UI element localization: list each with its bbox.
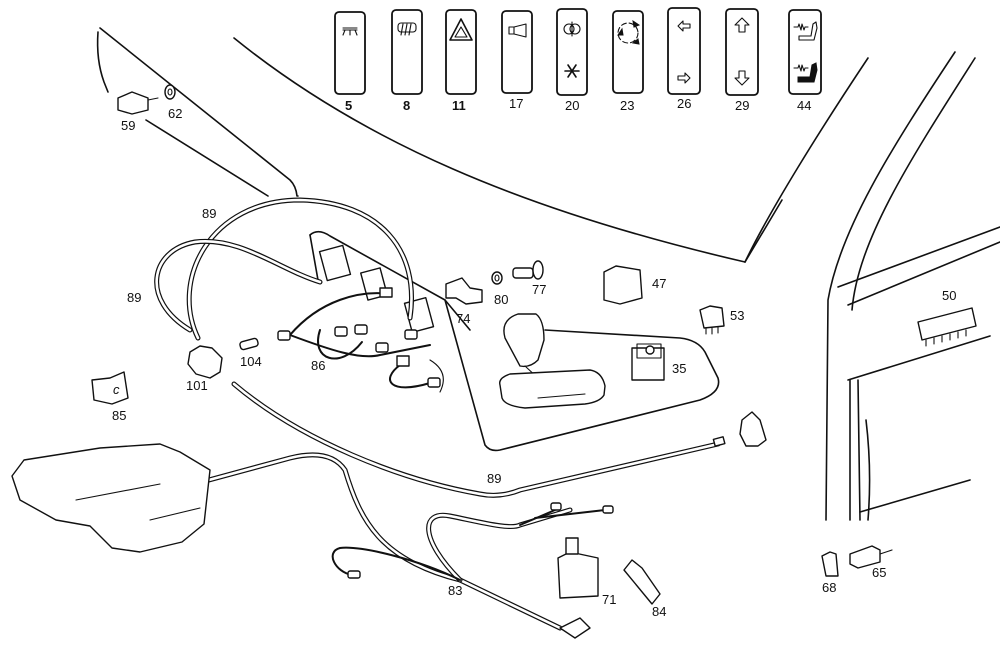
label-44: 44 bbox=[797, 98, 811, 113]
harness-83 bbox=[162, 452, 614, 639]
part-53-switch bbox=[699, 305, 725, 335]
seat-heater-icon bbox=[793, 21, 818, 83]
label-101: 101 bbox=[186, 378, 208, 393]
part-65-switch bbox=[849, 545, 893, 569]
part-59-switch bbox=[117, 91, 159, 115]
label-23: 23 bbox=[620, 98, 634, 113]
label-59: 59 bbox=[121, 118, 135, 133]
part-47-switch bbox=[603, 265, 643, 305]
label-17: 17 bbox=[509, 96, 523, 111]
part-68-clip bbox=[821, 551, 839, 577]
label-68: 68 bbox=[822, 580, 836, 595]
switch-29 bbox=[725, 8, 759, 96]
part-heater-box bbox=[11, 443, 211, 553]
part-labels: 59 62 89 89 89 101 104 86 85 74 80 77 47… bbox=[112, 106, 956, 619]
switch-44 bbox=[788, 9, 822, 95]
part-lamp-socket bbox=[739, 411, 767, 447]
hazard-warning-triangle-icon bbox=[449, 18, 473, 41]
part-35-switch bbox=[631, 343, 665, 381]
switch-26 bbox=[667, 7, 701, 95]
interior-light-icon bbox=[342, 27, 358, 36]
switch-11 bbox=[445, 9, 477, 95]
label-53: 53 bbox=[730, 308, 744, 323]
label-50: 50 bbox=[942, 288, 956, 303]
wiring-86 bbox=[277, 287, 441, 389]
label-26: 26 bbox=[677, 96, 691, 111]
label-86: 86 bbox=[311, 358, 325, 373]
label-74: 74 bbox=[456, 311, 470, 326]
part-80-washer bbox=[491, 271, 503, 285]
part-74-clip bbox=[445, 277, 483, 305]
label-29: 29 bbox=[735, 98, 749, 113]
part-101-lamp-holder bbox=[187, 345, 223, 379]
switch-20 bbox=[556, 8, 588, 96]
label-89-bottom: 89 bbox=[487, 471, 501, 486]
label-84: 84 bbox=[652, 604, 666, 619]
horn-icon bbox=[508, 23, 527, 38]
cable-89 bbox=[154, 197, 726, 498]
label-89-top: 89 bbox=[202, 206, 216, 221]
part-77-screw bbox=[512, 260, 544, 280]
center-console-plate bbox=[309, 230, 720, 452]
switch-17 bbox=[501, 10, 533, 94]
label-65: 65 bbox=[872, 565, 886, 580]
switch-8 bbox=[391, 9, 423, 95]
label-80: 80 bbox=[494, 292, 508, 307]
switch-23 bbox=[612, 10, 644, 94]
rear-fog-and-ac-snowflake-icon bbox=[563, 21, 581, 78]
label-47: 47 bbox=[652, 276, 666, 291]
label-20: 20 bbox=[565, 98, 579, 113]
label-104: 104 bbox=[240, 354, 262, 369]
left-right-arrows-icon bbox=[677, 20, 691, 84]
dashboard-outline bbox=[96, 27, 1000, 521]
svg-text:c: c bbox=[113, 382, 120, 397]
rear-window-defroster-icon bbox=[397, 22, 417, 36]
label-8: 8 bbox=[403, 98, 410, 113]
part-104-bulb bbox=[239, 337, 259, 351]
label-35: 35 bbox=[672, 361, 686, 376]
label-71: 71 bbox=[602, 592, 616, 607]
part-84-switch bbox=[623, 559, 661, 605]
label-5: 5 bbox=[345, 98, 352, 113]
label-11: 11 bbox=[452, 98, 466, 113]
label-89-left: 89 bbox=[127, 290, 141, 305]
label-85: 85 bbox=[112, 408, 126, 423]
part-50-switch-block bbox=[917, 307, 977, 347]
part-62-nut bbox=[164, 84, 176, 100]
recirculation-arrows-icon bbox=[617, 19, 641, 45]
label-77: 77 bbox=[532, 282, 546, 297]
switch-labels: 5 8 11 17 20 23 26 29 44 bbox=[345, 96, 811, 113]
switch-panel-row bbox=[334, 7, 822, 96]
label-62: 62 bbox=[168, 106, 182, 121]
label-83: 83 bbox=[448, 583, 462, 598]
part-85-switch-c: c bbox=[91, 371, 129, 405]
part-71-relay bbox=[557, 537, 599, 599]
switch-5 bbox=[334, 11, 366, 95]
up-down-arrows-icon bbox=[734, 17, 750, 86]
